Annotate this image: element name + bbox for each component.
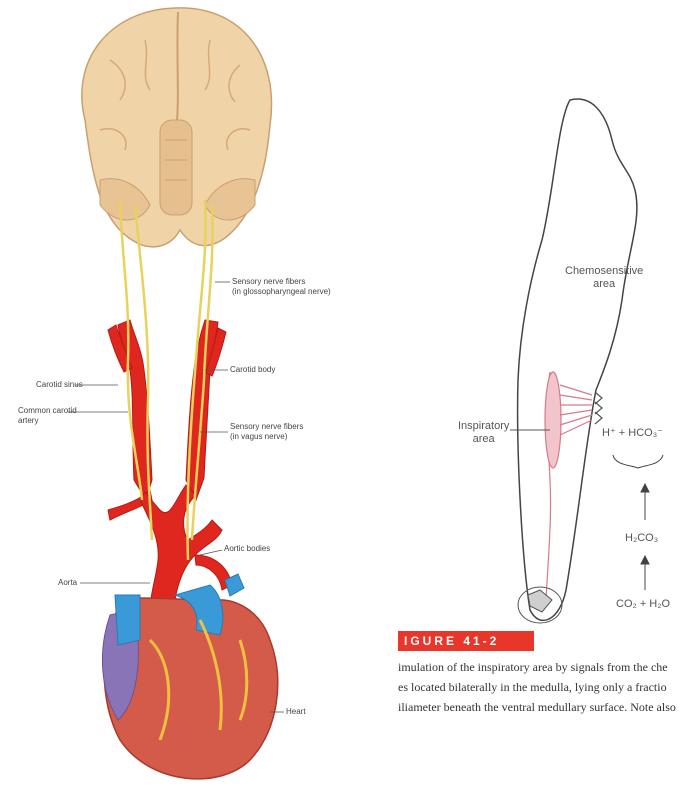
reaction-arrows [510, 430, 663, 590]
label-co2-h2o: CO₂ + H₂O [616, 598, 670, 611]
label-line: Sensory nerve fibers [230, 422, 303, 432]
caption-line: es located bilaterally in the medulla, l… [398, 677, 688, 697]
label-line: Inspiratory [458, 420, 509, 433]
medulla-chemosensitive-figure: Chemosensitive area Inspiratory area H⁺ … [390, 0, 689, 791]
anatomy-illustration [0, 0, 390, 791]
label-h-hco3: H⁺ + HCO₃⁻ [602, 427, 663, 440]
figure-caption-text: imulation of the inspiratory area by sig… [398, 657, 688, 717]
pons-cross-section [518, 587, 562, 623]
label-chemosensitive-area: Chemosensitive area [565, 265, 643, 291]
figure-caption-title: IGURE 41-2 [398, 631, 534, 651]
brain-illustration [82, 8, 272, 247]
label-aorta: Aorta [58, 578, 77, 588]
label-line: (in glossopharyngeal nerve) [232, 287, 331, 297]
label-line: artery [18, 416, 77, 426]
label-line: Common carotid [18, 406, 77, 416]
label-line: area [565, 278, 643, 291]
label-sensory-vagus: Sensory nerve fibers (in vagus nerve) [230, 422, 303, 442]
label-inspiratory-area: Inspiratory area [458, 420, 509, 446]
label-line: Chemosensitive [565, 265, 643, 278]
label-line: (in vagus nerve) [230, 432, 303, 442]
medulla-outline [518, 99, 637, 620]
label-heart: Heart [286, 707, 306, 717]
heart-illustration [102, 574, 277, 779]
label-common-carotid-artery: Common carotid artery [18, 406, 77, 426]
label-carotid-body: Carotid body [230, 365, 275, 375]
chemoreceptor-anatomy-figure: Sensory nerve fibers (in glossopharyngea… [0, 0, 390, 791]
label-line: area [458, 433, 509, 446]
caption-line: imulation of the inspiratory area by sig… [398, 657, 688, 677]
label-line: Sensory nerve fibers [232, 277, 331, 287]
carotid-arteries [108, 320, 226, 500]
label-h2co3: H₂CO₃ [625, 532, 658, 545]
label-aortic-bodies: Aortic bodies [224, 544, 270, 554]
caption-line: iliameter beneath the ventral medullary … [398, 697, 688, 717]
label-sensory-glossopharyngeal: Sensory nerve fibers (in glossopharyngea… [232, 277, 331, 297]
label-carotid-sinus: Carotid sinus [36, 380, 83, 390]
